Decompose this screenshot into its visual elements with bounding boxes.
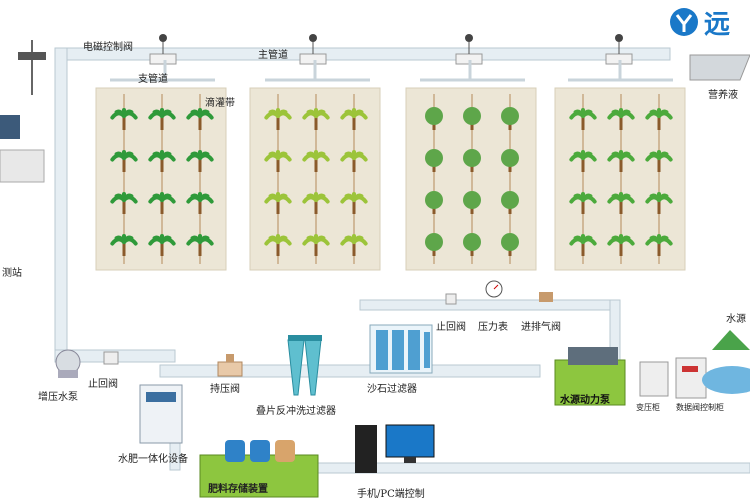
- plant-icon: [463, 107, 481, 130]
- plant-icon: [302, 192, 330, 214]
- plant-icon: [264, 234, 292, 256]
- plant-icon: [110, 108, 138, 130]
- weather-station-icon: [0, 40, 46, 183]
- plant-icon: [645, 234, 673, 256]
- plant-icon: [264, 192, 292, 214]
- label-phone-pc: 手机/PC端控制: [357, 489, 425, 500]
- plant-icon: [186, 234, 214, 256]
- integrated-unit-icon: [139, 384, 183, 444]
- label-disc-filter: 叠片反冲洗过滤器: [256, 406, 336, 417]
- plant-icon: [148, 108, 176, 130]
- plant-icon: [425, 107, 443, 130]
- plant-icon: [340, 108, 368, 130]
- computer-icon: [355, 424, 435, 473]
- plant-icon: [340, 192, 368, 214]
- plant-icon: [607, 192, 635, 214]
- label-pressure-gauge: 压力表: [478, 322, 508, 333]
- label-air-valve: 进排气阀: [521, 322, 561, 333]
- check-valve-left-icon: [103, 351, 119, 365]
- plant-icon: [501, 107, 519, 130]
- label-inverter-box: 变压柜: [636, 403, 660, 412]
- plant-icon: [340, 234, 368, 256]
- solenoid-valves: [149, 34, 633, 65]
- logo-text: 远: [704, 10, 731, 40]
- label-solenoid-valve: 电磁控制阀: [83, 42, 133, 53]
- label-water-source: 水源: [726, 314, 746, 325]
- plant-icon: [501, 191, 519, 214]
- plant-icon: [186, 108, 214, 130]
- plant-icon: [186, 192, 214, 214]
- plant-icon: [302, 150, 330, 172]
- label-sand-filter: 沙石过滤器: [367, 384, 417, 395]
- label-main-pipe: 主管道: [258, 50, 288, 61]
- water-source-icon: [702, 330, 750, 394]
- plant-icon: [148, 192, 176, 214]
- control-cabinet-icon: [675, 357, 707, 399]
- label-control-cabinet: 数据阀控制柜: [676, 403, 724, 412]
- label-water-pump: 水源动力泵: [560, 395, 610, 406]
- plant-icon: [645, 150, 673, 172]
- label-pressure-valve: 持压阀: [210, 384, 240, 395]
- plant-icon: [148, 234, 176, 256]
- label-integrated-unit: 水肥一体化设备: [118, 454, 188, 465]
- label-nutrient-tank: 营养液: [708, 90, 738, 101]
- plant-icon: [569, 150, 597, 172]
- plant-icon: [607, 150, 635, 172]
- fields: [95, 87, 686, 271]
- inverter-box-icon: [639, 361, 669, 397]
- pressure-valve-icon: [217, 354, 243, 377]
- plant-icon: [569, 108, 597, 130]
- plant-icon: [110, 234, 138, 256]
- pressure-gauge-icon: [485, 280, 503, 298]
- label-fertilizer-tank: 肥料存储装置: [208, 484, 268, 495]
- plant-icon: [302, 234, 330, 256]
- plant-icon: [425, 191, 443, 214]
- plant-icon: [501, 149, 519, 172]
- plant-icon: [148, 150, 176, 172]
- plant-icon: [501, 233, 519, 256]
- plant-icon: [425, 149, 443, 172]
- plant-icon: [186, 150, 214, 172]
- label-drip-tape: 滴灌带: [205, 98, 235, 109]
- plant-icon: [607, 108, 635, 130]
- disc-filter-icon: [287, 335, 322, 396]
- nutrient-tank-icon: [689, 54, 750, 81]
- label-booster-pump: 增压水泵: [38, 392, 78, 403]
- plant-icon: [463, 191, 481, 214]
- logo-mark-icon: [670, 8, 698, 36]
- solenoid-valve-icon: [299, 34, 327, 65]
- main-pipe: [54, 47, 750, 474]
- logo: 远: [668, 4, 750, 40]
- label-check-valve-left: 止回阀: [88, 379, 118, 390]
- branch-pipes: [110, 60, 673, 82]
- solenoid-valve-icon: [149, 34, 177, 65]
- check-valve-right-icon: [445, 293, 457, 305]
- fertilizer-tanks-icon: [199, 440, 319, 498]
- plant-icon: [607, 234, 635, 256]
- plant-icon: [645, 108, 673, 130]
- plant-icon: [645, 192, 673, 214]
- plant-icon: [569, 234, 597, 256]
- plant-icon: [425, 233, 443, 256]
- plant-icon: [302, 108, 330, 130]
- plant-icon: [340, 150, 368, 172]
- plant-icon: [110, 192, 138, 214]
- plant-icon: [264, 150, 292, 172]
- plant-icon: [264, 108, 292, 130]
- air-valve-icon: [539, 292, 553, 302]
- booster-pump-icon: [55, 349, 81, 378]
- label-branch-pipe: 支管道: [138, 74, 168, 85]
- plant-icon: [569, 192, 597, 214]
- water-pump-icon: [554, 347, 626, 406]
- plant-icon: [110, 150, 138, 172]
- plant-icon: [463, 149, 481, 172]
- plant-icon: [463, 233, 481, 256]
- label-check-valve-right: 止回阀: [436, 322, 466, 333]
- label-station: 测站: [2, 268, 22, 279]
- sand-filter-icon: [369, 324, 433, 374]
